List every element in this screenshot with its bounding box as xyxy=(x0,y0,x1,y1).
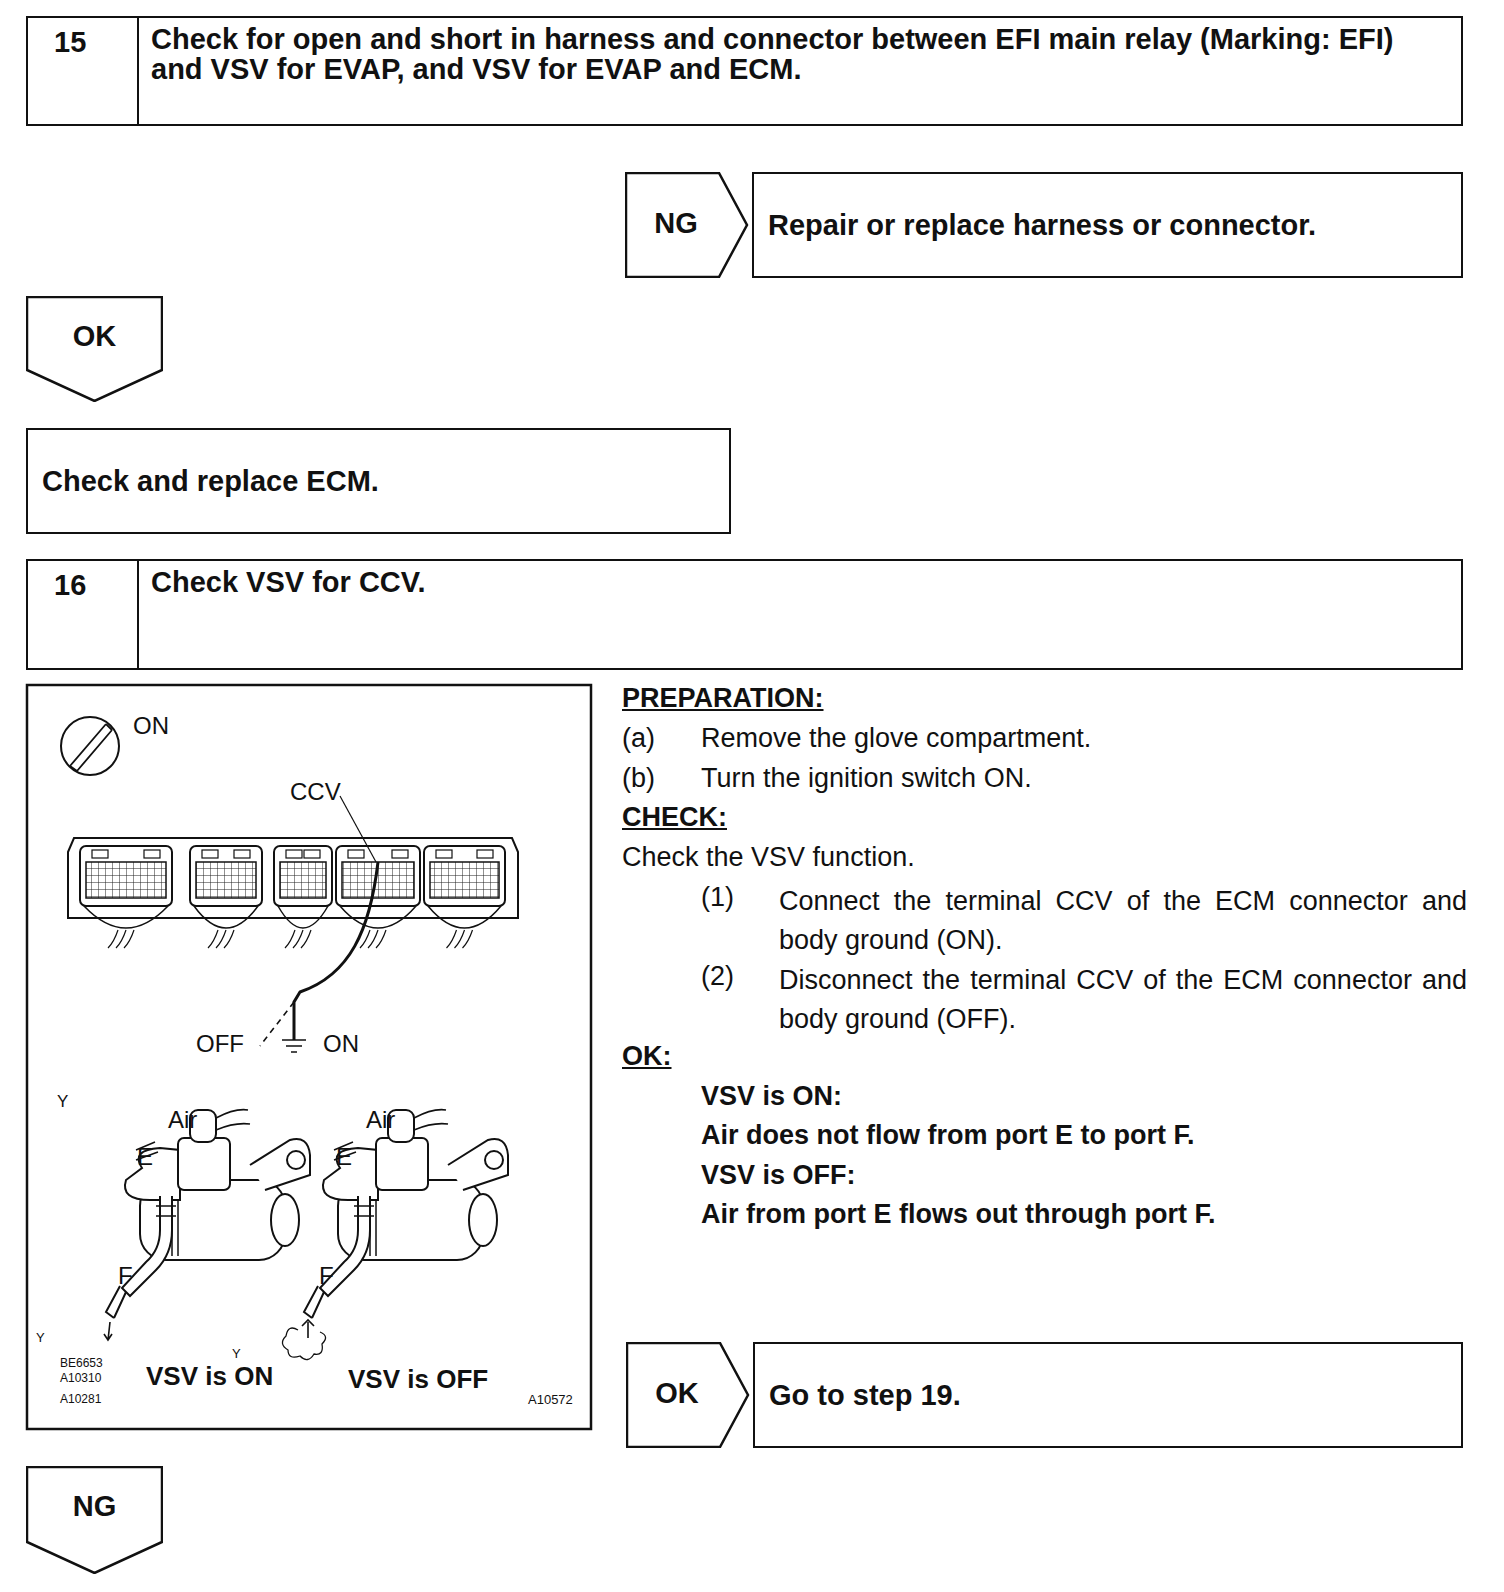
instruction: Remove the glove compartment. xyxy=(701,723,1091,754)
result: Air from port E flows out through port F… xyxy=(701,1199,1215,1230)
result: Air does not flow from port E to port F. xyxy=(701,1120,1194,1151)
step-title: Check VSV for CCV. xyxy=(139,561,438,668)
figure-code: BE6653 xyxy=(60,1357,103,1371)
mark: Y xyxy=(36,1331,45,1346)
step-box: 16Check VSV for CCV. xyxy=(26,559,1463,670)
step-letter: (b) xyxy=(622,763,655,794)
switch-state: OFF xyxy=(196,1030,244,1058)
branch-label: NG xyxy=(654,207,698,284)
figure-caption: VSV is ON xyxy=(146,1362,273,1392)
step-title: Check for open and short in harness and … xyxy=(139,18,1461,124)
figure-code: A10281 xyxy=(60,1393,101,1407)
figure-caption: VSV is OFF xyxy=(348,1365,488,1395)
instruction: Disconnect the terminal CCV of the ECM c… xyxy=(779,961,1467,1039)
mark: Y xyxy=(232,1347,241,1362)
step-number: 16 xyxy=(28,561,139,668)
branch-label: OK xyxy=(73,320,117,408)
section-heading: OK: xyxy=(622,1041,672,1072)
result-box: Repair or replace harness or connector. xyxy=(752,172,1463,278)
instruction: Connect the terminal CCV of the ECM conn… xyxy=(779,882,1467,960)
port-label: Air xyxy=(366,1106,395,1134)
result-text: Go to step 19. xyxy=(755,1379,975,1412)
result-box: Check and replace ECM. xyxy=(26,428,731,534)
ng-arrow: NG xyxy=(26,1466,163,1580)
port-label: E xyxy=(137,1143,153,1171)
instruction: Turn the ignition switch ON. xyxy=(701,763,1032,794)
result-box: Go to step 19. xyxy=(753,1342,1463,1448)
ng-arrow: NG xyxy=(625,172,749,284)
step-number: (1) xyxy=(701,882,734,913)
switch-state: ON xyxy=(323,1030,359,1058)
port-label: E xyxy=(336,1143,352,1171)
condition: VSV is OFF: xyxy=(701,1160,856,1191)
mark: Y xyxy=(57,1092,68,1112)
step-box: 15Check for open and short in harness an… xyxy=(26,16,1463,126)
port-label: Air xyxy=(168,1106,197,1134)
figure-code: A10572 xyxy=(528,1393,573,1408)
ok-arrow: OK xyxy=(626,1342,750,1454)
port-label: F xyxy=(319,1262,334,1290)
result-text: Repair or replace harness or connector. xyxy=(754,209,1330,242)
ok-arrow: OK xyxy=(26,296,163,408)
figure-code: A10310 xyxy=(60,1372,101,1386)
branch-label: NG xyxy=(73,1490,117,1580)
step-number: (2) xyxy=(701,961,734,992)
section-heading: PREPARATION: xyxy=(622,683,824,714)
step-letter: (a) xyxy=(622,723,655,754)
port-label: F xyxy=(118,1262,133,1290)
result-text: Check and replace ECM. xyxy=(28,465,393,498)
instruction: Check the VSV function. xyxy=(622,842,915,873)
branch-label: OK xyxy=(655,1377,699,1454)
step-number: 15 xyxy=(28,18,139,124)
condition: VSV is ON: xyxy=(701,1081,842,1112)
terminal-name: CCV xyxy=(290,778,341,806)
section-heading: CHECK: xyxy=(622,802,727,833)
switch-state: ON xyxy=(133,712,169,740)
figure xyxy=(27,685,591,1429)
